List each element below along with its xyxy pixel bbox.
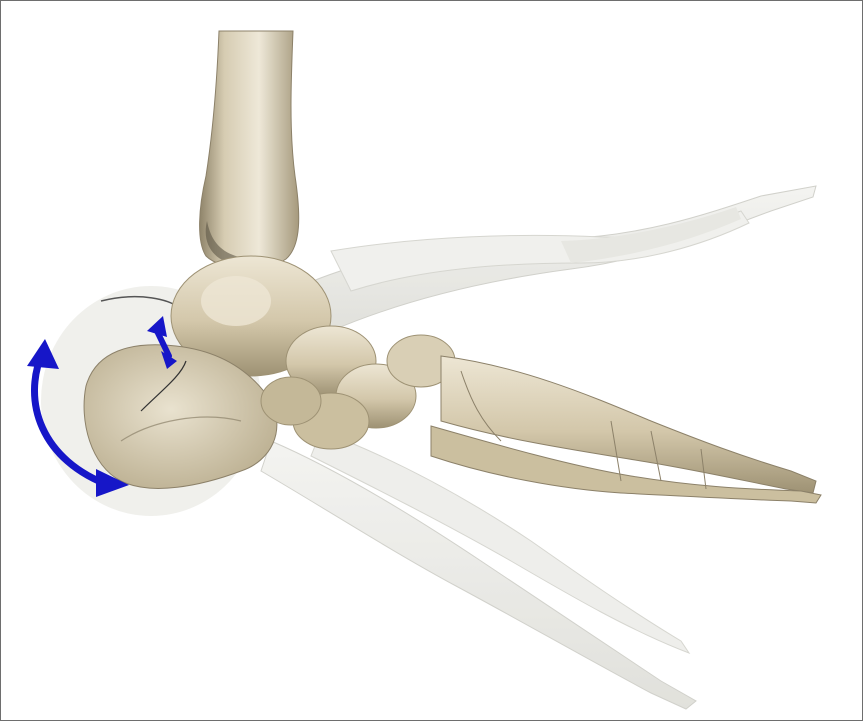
tibia-bone (200, 31, 299, 268)
ghost-forefoot-upper (301, 186, 816, 331)
metatarsal-bones (431, 356, 821, 503)
ghost-forefoot-lower (261, 431, 696, 709)
